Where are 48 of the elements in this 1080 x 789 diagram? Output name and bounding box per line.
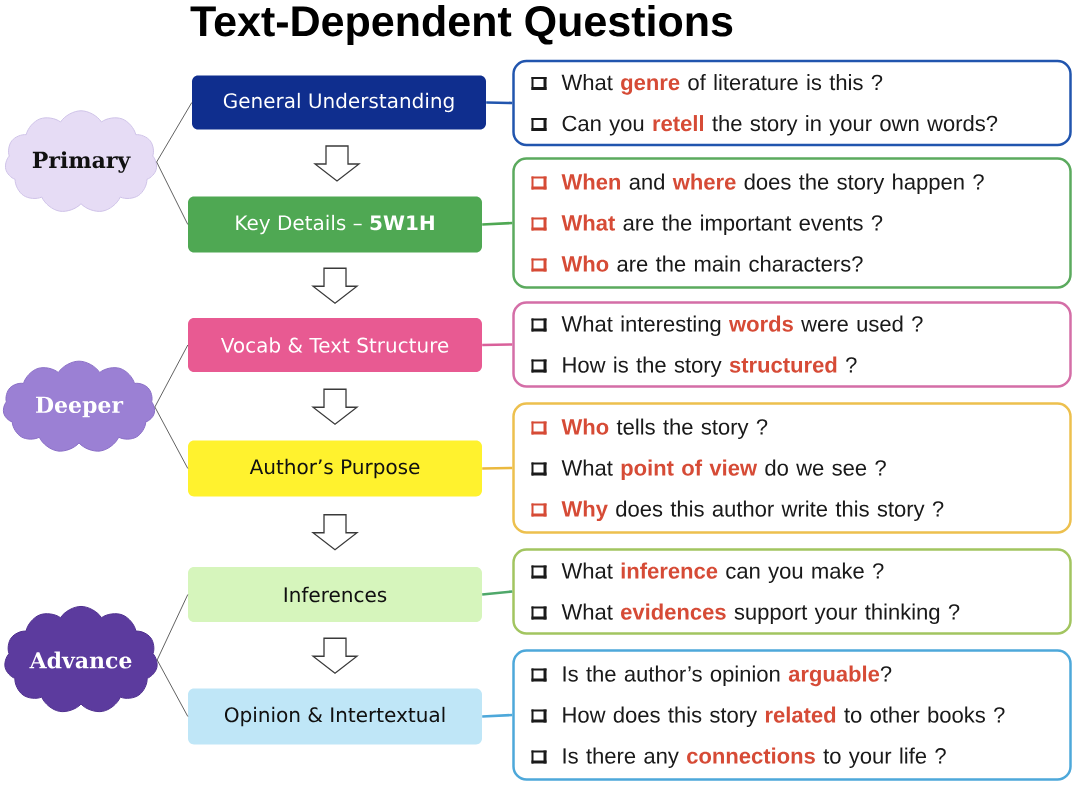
connector-line	[482, 221, 513, 226]
connector-line	[486, 101, 513, 105]
block-arrow	[311, 388, 359, 426]
question-text: How does this story related to other books ?	[563, 706, 1005, 728]
connector-line	[156, 161, 189, 225]
question-box	[512, 548, 1072, 635]
connector-line	[482, 713, 513, 718]
connector-line	[482, 466, 513, 470]
question-text: Why does this author write this story ?	[561, 500, 944, 522]
question-text: What evidences support your thinking ?	[561, 603, 960, 625]
question-text: Who are the main characters?	[561, 255, 863, 272]
question-text: What are the important events ?	[561, 214, 883, 236]
connector-line	[482, 343, 513, 347]
question-text: What genre of literature is this ?	[561, 74, 883, 95]
question-text: Who tells the story ?	[561, 418, 768, 440]
question-text: What point of view do we see ?	[561, 459, 886, 481]
question-box	[512, 59, 1072, 147]
category-box: Opinion & Intertextual	[188, 688, 482, 745]
cloud: Deeper	[2, 360, 156, 452]
cloud: Advance	[4, 605, 158, 713]
connector-line	[154, 406, 189, 469]
question-box	[512, 402, 1072, 534]
question-text: Is the author’s opinion arguable?	[563, 665, 892, 687]
question-text: What inference can you make ?	[561, 562, 884, 584]
question-text: Is there any connections to your life ?	[563, 747, 946, 769]
question-box	[512, 157, 1072, 289]
category-box: Author’s Purpose	[188, 440, 482, 497]
connector-line	[482, 590, 513, 596]
block-arrow	[311, 637, 359, 675]
connector-line	[156, 659, 189, 717]
question-text: When and where does the story happen ?	[561, 173, 984, 195]
question-box	[512, 301, 1072, 388]
question-box	[512, 649, 1072, 781]
question-text: What interesting words were used ?	[561, 315, 923, 337]
question-text: How is the story structured ?	[563, 356, 857, 378]
cloud: Primary	[4, 110, 158, 212]
connector-line	[156, 102, 193, 163]
category-box: Vocab & Text Structure	[188, 318, 482, 372]
category-box: Inferences	[188, 567, 482, 622]
title: Text-Dependent Questions	[190, 4, 733, 46]
connector-line	[156, 594, 189, 661]
category-box: Key Details – 5W1H	[188, 196, 482, 253]
block-arrow	[313, 145, 361, 182]
connector-line	[154, 344, 189, 408]
block-arrow	[311, 267, 359, 305]
question-text: Can you retell the story in your own words?	[562, 115, 998, 136]
category-box: General Understanding	[192, 75, 486, 130]
block-arrow	[311, 514, 359, 551]
